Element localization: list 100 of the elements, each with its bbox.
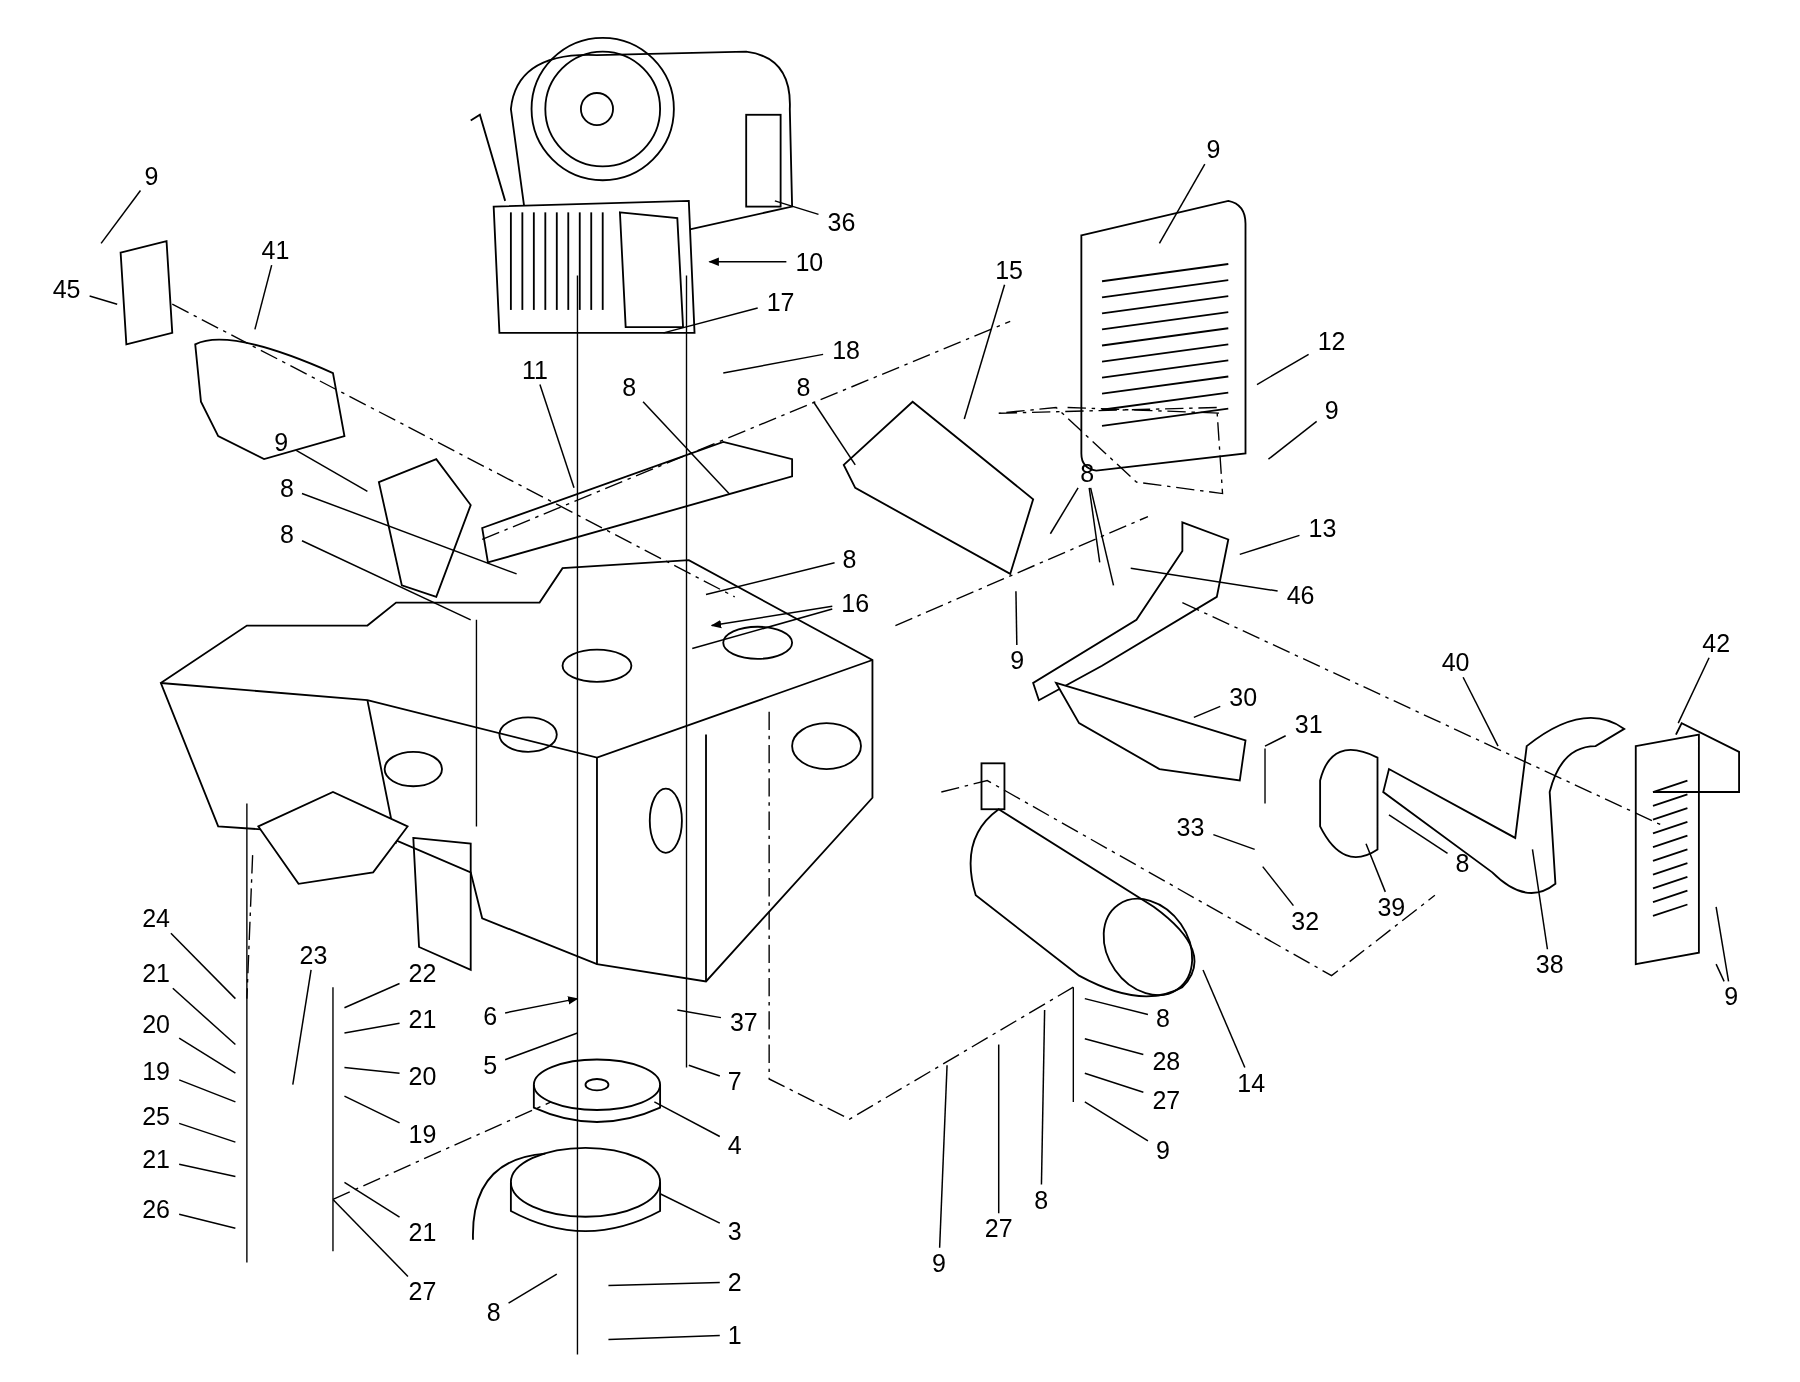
leader-line: [691, 608, 834, 650]
callout-number: 10: [795, 249, 824, 275]
leader-line: [1256, 353, 1310, 386]
callout-number: 9: [1155, 1137, 1170, 1163]
leader-line: [88, 295, 118, 305]
leader-line: [1202, 969, 1246, 1069]
callout-number: 24: [142, 905, 170, 931]
leader-line: [1462, 676, 1499, 747]
callout-number: 20: [408, 1063, 437, 1089]
leader-line: [1088, 487, 1101, 564]
leader-line: [1040, 1009, 1046, 1186]
callout-number: 27: [408, 1278, 437, 1304]
leader-line: [1193, 705, 1221, 719]
callout-number: 23: [299, 942, 328, 968]
leader-line: [301, 540, 472, 621]
callout-number: 36: [827, 209, 856, 235]
leader-line: [1677, 656, 1710, 724]
leader-line: [688, 1064, 721, 1077]
callout-number: 9: [932, 1250, 946, 1276]
callout-number: 27: [1152, 1087, 1181, 1113]
callout-number: 32: [1291, 908, 1320, 934]
callout-number: 9: [1324, 397, 1339, 423]
callout-number: 9: [1724, 983, 1739, 1009]
leader-line: [301, 492, 518, 575]
callout-number: 18: [832, 337, 860, 363]
callout-number: 13: [1308, 515, 1337, 541]
callout-number: 15: [995, 257, 1023, 283]
leader-line: [504, 996, 579, 1014]
leader-line: [1531, 848, 1549, 950]
leader-line: [1129, 567, 1279, 592]
callout-number: 40: [1441, 649, 1470, 675]
callout-number: 9: [1010, 647, 1025, 673]
callout-number: 26: [142, 1196, 170, 1222]
leader-line: [343, 1181, 401, 1218]
callout-number: 4: [727, 1132, 742, 1157]
leader-line: [504, 1032, 579, 1061]
callout-number: 8: [1080, 460, 1095, 486]
callout-number: 21: [408, 1219, 437, 1245]
leader-line: [774, 200, 820, 216]
leader-line: [1264, 735, 1287, 747]
callout-number: 5: [483, 1052, 498, 1078]
leader-line: [710, 605, 834, 629]
callout-number: 8: [1155, 1005, 1170, 1031]
leader-line: [507, 1273, 558, 1304]
leader-line: [607, 1281, 721, 1287]
leader-line: [1267, 420, 1318, 460]
leader-line: [172, 987, 237, 1046]
callout-number: 7: [727, 1068, 742, 1094]
leader-line: [1015, 590, 1018, 646]
leader-line: [178, 1122, 237, 1143]
leader-line: [1365, 842, 1387, 893]
callout-number: 1: [727, 1322, 742, 1348]
callout-number: 6: [483, 1003, 498, 1029]
callout-number: 11: [521, 357, 548, 383]
callout-number: 17: [766, 289, 795, 315]
leader-line: [607, 1334, 721, 1341]
leader-line: [178, 1213, 237, 1229]
leader-line: [332, 1198, 409, 1278]
callout-number: 9: [144, 163, 159, 189]
leader-line: [708, 257, 788, 266]
callout-number: 14: [1237, 1070, 1266, 1095]
callout-number: 37: [729, 1009, 758, 1035]
callout-number: 16: [841, 590, 870, 616]
leader-line: [642, 401, 730, 495]
leader-line: [343, 982, 401, 1009]
leader-line: [178, 1037, 237, 1074]
callout-number: 25: [142, 1103, 170, 1129]
callout-number: 21: [142, 960, 170, 986]
leader-line: [997, 1043, 1000, 1214]
callout-number: 8: [1034, 1187, 1049, 1213]
leader-line: [1715, 906, 1730, 983]
callout-number: 39: [1377, 894, 1406, 920]
leader-line: [1084, 997, 1149, 1016]
leader-line: [1084, 1038, 1145, 1056]
leader-line: [662, 307, 759, 334]
leader-line: [100, 189, 142, 245]
callout-number: 38: [1535, 951, 1564, 977]
leader-line: [1261, 865, 1295, 907]
callout-number: 46: [1286, 582, 1315, 608]
leader-line: [170, 932, 237, 1000]
leader-line: [539, 383, 575, 489]
leader-line: [1089, 487, 1115, 587]
leader-line: [343, 1066, 401, 1074]
callout-number: 3: [727, 1218, 742, 1244]
callout-number: 45: [52, 276, 81, 302]
callout-number: 8: [280, 475, 294, 501]
leader-line: [812, 401, 856, 466]
callout-number: 8: [280, 521, 294, 547]
leader-line: [1715, 963, 1725, 983]
callout-number: 20: [142, 1011, 170, 1037]
callout-number: 2: [727, 1269, 742, 1295]
callout-number: 33: [1176, 814, 1205, 839]
leader-line: [659, 1193, 721, 1224]
leader-line: [178, 1163, 237, 1178]
leader-line: [178, 1079, 237, 1103]
callout-number: 42: [1702, 630, 1731, 656]
callout-number: 8: [622, 374, 637, 400]
leader-line: [1084, 1072, 1145, 1093]
callout-number: 27: [984, 1215, 1013, 1241]
leader-line: [938, 1064, 948, 1249]
